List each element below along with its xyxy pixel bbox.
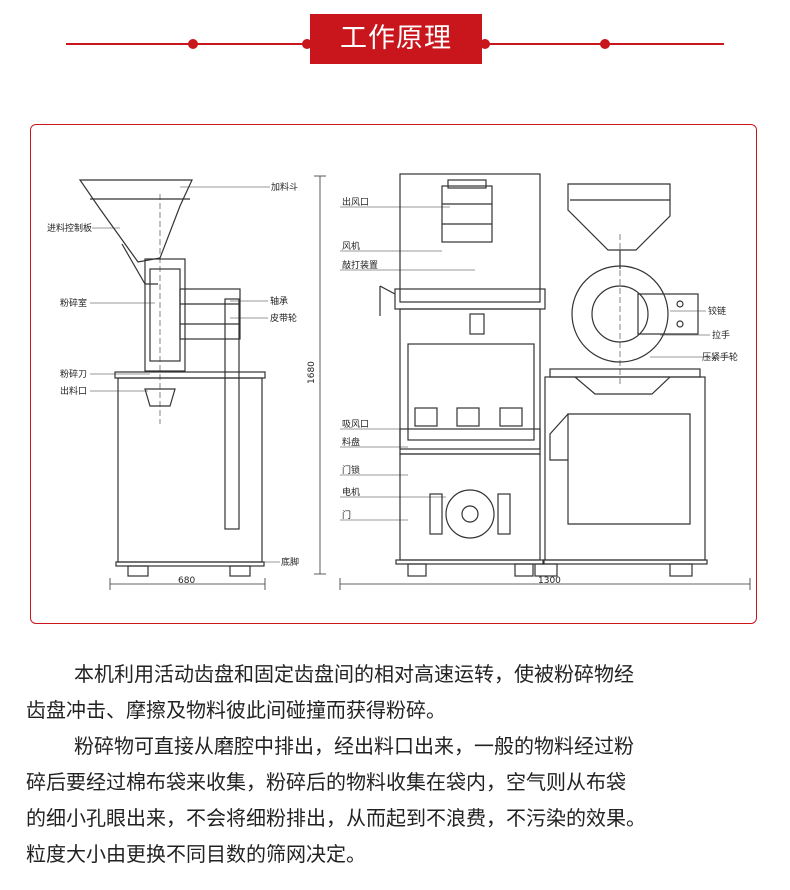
hinge-plate <box>637 293 699 335</box>
hopper-shape <box>78 179 193 263</box>
side-view-left <box>78 179 266 590</box>
paragraph-1: 本机利用活动齿盘和固定齿盘间的相对高速运转，使被粉碎物经 齿盘冲击、摩擦及物料彼… <box>26 656 770 728</box>
section-title: 工作原理 <box>310 14 482 64</box>
right-cabinet <box>544 376 706 561</box>
label-tray: 料盘 <box>342 436 360 448</box>
label-bearing: 轴承 <box>270 295 288 307</box>
label-door-lock: 门锁 <box>342 464 360 476</box>
para2-line4: 粒度大小由更换不同目数的筛网决定。 <box>26 842 366 866</box>
fan-motor <box>441 185 493 243</box>
label-hinge: 铰链 <box>708 305 726 317</box>
motor-circle <box>445 489 495 539</box>
label-height: 1680 <box>307 361 317 384</box>
lower-cabinet <box>399 453 541 561</box>
label-air-outlet: 出风口 <box>342 196 369 208</box>
left-cabinet <box>117 377 263 563</box>
diagram-frame <box>30 124 757 624</box>
label-blade: 粉碎刀 <box>60 368 87 380</box>
section-header: 工作原理 <box>0 0 790 80</box>
label-fan: 风机 <box>342 240 360 252</box>
paragraph-2: 粉碎物可直接从磨腔中排出，经出料口出来，一般的物料经过粉 碎后要经过棉布袋来收集… <box>26 728 770 872</box>
label-width-left: 680 <box>178 576 195 586</box>
label-beater: 敲打装置 <box>342 259 378 271</box>
pulley-assembly <box>179 288 241 340</box>
label-press-wheel: 压紧手轮 <box>702 351 738 363</box>
left-rule-dot <box>188 39 198 49</box>
right-hopper <box>567 183 671 251</box>
para2-line1: 粉碎物可直接从磨腔中排出，经出料口出来，一般的物料经过粉 <box>74 734 634 758</box>
para2-line2: 碎后要经过棉布袋来收集，粉碎后的物料收集在袋内，空气则从布袋 <box>26 770 626 794</box>
side-view-right <box>534 183 708 577</box>
fan-housing <box>399 173 541 303</box>
right-rule-dot <box>600 39 610 49</box>
label-suction: 吸风口 <box>342 419 369 430</box>
label-discharge: 出料口 <box>60 385 87 397</box>
para1-line2: 齿盘冲击、摩擦及物料彼此间碰撞而获得粉碎。 <box>26 698 446 722</box>
label-width-right: 1300 <box>538 576 561 586</box>
label-door: 门 <box>342 509 351 521</box>
label-foot: 底脚 <box>281 556 299 568</box>
left-rule-end-dot <box>302 39 312 49</box>
label-motor: 电机 <box>342 486 360 498</box>
crusher-housing <box>144 258 186 372</box>
machine-diagram: 加料斗 进料控制板 粉碎室 轴承 皮带轮 粉碎刀 出料口 底脚 680 1680… <box>47 173 751 590</box>
label-pulley: 皮带轮 <box>270 312 297 324</box>
front-view-middle <box>314 173 751 590</box>
para2-line3: 的细小孔眼出来，不会将细粉排出，从而起到不浪费，不污染的效果。 <box>26 806 646 830</box>
discharge-chute <box>144 388 176 407</box>
label-handle: 拉手 <box>712 329 730 341</box>
label-crush-chamber: 粉碎室 <box>60 297 87 309</box>
para1-line1: 本机利用活动齿盘和固定齿盘间的相对高速运转，使被粉碎物经 <box>74 662 634 686</box>
label-feed-plate: 进料控制板 <box>47 222 92 234</box>
label-hopper: 加料斗 <box>271 181 298 193</box>
